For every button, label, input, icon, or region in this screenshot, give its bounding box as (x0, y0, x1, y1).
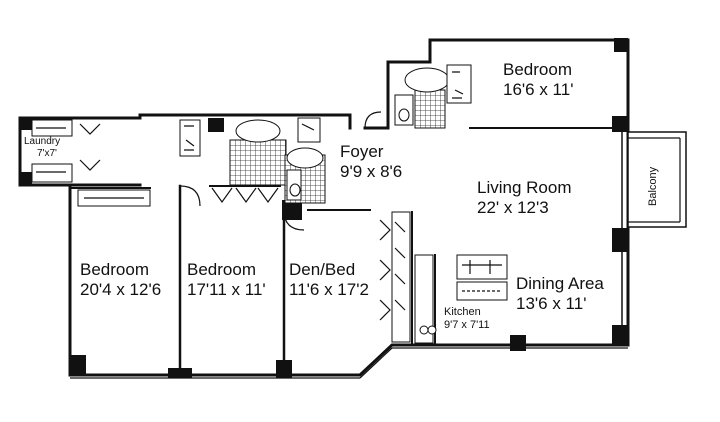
room-dimensions: 9'7 x 7'11 (444, 319, 490, 332)
structural-columns (20, 38, 628, 378)
room-kitchen: Kitchen 9'7 x 7'11 (444, 306, 490, 332)
door-swings (179, 111, 382, 231)
room-name: Bedroom (503, 60, 572, 79)
room-name: Den/Bed (289, 260, 356, 279)
room-dimensions: 17'11 x 11' (187, 280, 266, 300)
bathroom-top (394, 64, 472, 129)
room-name: Bedroom (80, 260, 149, 279)
room-bedroom-middle: Bedroom 17'11 x 11' (187, 260, 266, 301)
room-bedroom-top: Bedroom 16'6 x 11' (503, 60, 573, 101)
room-den-bed: Den/Bed 11'6 x 17'2 (289, 260, 369, 301)
room-name: Laundry (24, 136, 61, 147)
room-balcony-label: Balcony (647, 166, 659, 206)
interior-walls (70, 127, 628, 379)
room-name: Dining Area (516, 274, 604, 293)
room-name: Kitchen (444, 306, 481, 318)
room-dimensions: 11'6 x 17'2 (289, 280, 369, 300)
room-dimensions: 16'6 x 11' (503, 80, 574, 100)
room-foyer: Foyer 9'9 x 8'6 (340, 142, 402, 183)
room-dimensions: 7'x7' (37, 148, 57, 159)
balcony (627, 131, 687, 228)
room-dimensions: 9'9 x 8'6 (340, 162, 403, 182)
room-bedroom-left: Bedroom 20'4 x 12'6 (80, 260, 161, 301)
room-living-room: Living Room 22' x 12'3 (477, 178, 572, 219)
laundry-fixtures (31, 119, 151, 207)
room-laundry: Laundry 7'x7' (24, 136, 60, 160)
room-name: Bedroom (187, 260, 256, 279)
room-dimensions: 13'6 x 11' (516, 294, 587, 314)
room-dimensions: 22' x 12'3 (477, 198, 549, 218)
room-name: Living Room (477, 178, 572, 197)
room-name: Foyer (340, 142, 384, 161)
room-dimensions: 20'4 x 12'6 (80, 280, 162, 300)
kitchen-cabinets (379, 211, 508, 344)
bathroom-central (179, 117, 326, 204)
room-dining-area: Dining Area 13'6 x 11' (516, 274, 604, 315)
